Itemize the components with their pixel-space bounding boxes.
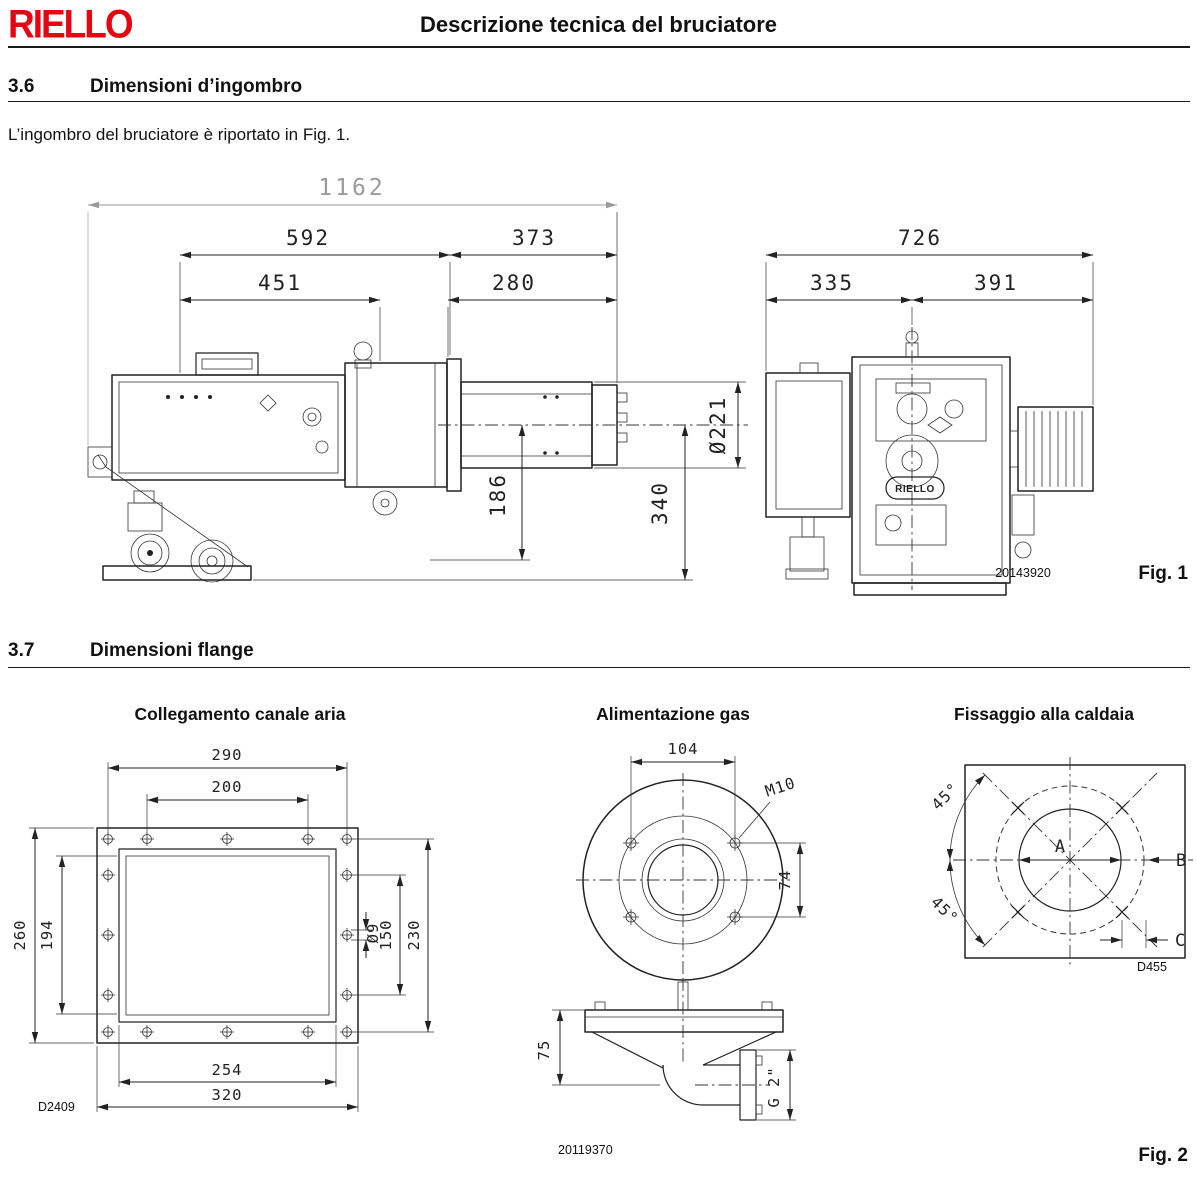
- dim-280: 280: [492, 271, 536, 295]
- section-3-6-heading: 3.6 Dimensioni d’ingombro: [8, 76, 302, 98]
- section-number: 3.7: [8, 640, 35, 661]
- section-title: Dimensioni d’ingombro: [90, 76, 303, 97]
- dim-74: 74: [776, 870, 794, 891]
- air-flange-drawing: 290 200 260 194 Ø9 150 230 254: [11, 746, 434, 1114]
- section-3-7-heading: 3.7 Dimensioni flange: [8, 640, 254, 662]
- dim-45deg-top: 45°: [928, 779, 963, 814]
- dim-104: 104: [668, 740, 699, 758]
- dim-340: 340: [648, 481, 672, 525]
- dim-290: 290: [212, 746, 243, 764]
- section-3-7-rule: [8, 667, 1190, 668]
- dim-186: 186: [486, 473, 510, 517]
- boiler-flange-code: D455: [1137, 960, 1167, 974]
- section-number: 3.6: [8, 76, 35, 97]
- ref-c: C: [1175, 931, 1185, 951]
- burner-side-view: [87, 341, 748, 583]
- dim-45deg-bottom: 45°: [927, 893, 962, 928]
- dim-194: 194: [38, 920, 56, 951]
- page-title: Descrizione tecnica del bruciatore: [419, 12, 778, 37]
- dim-150: 150: [377, 920, 395, 951]
- fig1-drawing-code: 20143920: [995, 566, 1051, 580]
- dim-335: 335: [810, 271, 854, 295]
- dim-726: 726: [898, 226, 942, 250]
- dim-thread-m10: M10: [763, 774, 798, 801]
- gas-flange-code: 20119370: [558, 1143, 613, 1157]
- dim-254: 254: [212, 1061, 243, 1079]
- dim-g2-thread: G 2": [765, 1066, 783, 1107]
- burner-front-view: RIELLO: [765, 327, 1094, 596]
- ref-b: B: [1176, 851, 1186, 871]
- dim-320: 320: [212, 1086, 243, 1104]
- section-3-6-body: L’ingombro del bruciatore è riportato in…: [8, 125, 351, 144]
- dim-diameter-221: Ø221: [706, 396, 730, 455]
- boiler-bolt-holes: [1011, 801, 1129, 919]
- fig2-flange-dimensions-drawing: 290 200 260 194 Ø9 150 230 254: [11, 740, 1193, 1166]
- dim-260: 260: [11, 920, 29, 951]
- header-rule: [8, 46, 1190, 48]
- air-flange-title: Collegamento canale aria: [134, 704, 346, 724]
- air-flange-bolt-holes: [101, 832, 354, 1039]
- gas-flange-title: Alimentazione gas: [596, 704, 750, 724]
- fig1-burner-dimensions-drawing: RIELLO 1162: [87, 175, 1188, 596]
- dim-592: 592: [286, 226, 330, 250]
- ref-a: A: [1055, 837, 1065, 857]
- boiler-flange-title: Fissaggio alla caldaia: [954, 704, 1134, 724]
- fig1-dimension-lines: 1162 592 373 451 280 726 335 391: [87, 175, 1094, 581]
- fig1-label: Fig. 1: [1138, 563, 1188, 584]
- gas-flange-bolt-holes: [623, 835, 743, 925]
- section-3-6-rule: [8, 101, 1190, 102]
- dim-391: 391: [974, 271, 1018, 295]
- riello-logo: RIELLO: [8, 2, 134, 47]
- dim-75: 75: [535, 1040, 553, 1061]
- air-flange-code: D2409: [38, 1100, 75, 1114]
- gas-flange-side-view: 75 G 2": [535, 978, 796, 1121]
- dim-hole-diameter: Ø9: [364, 923, 382, 944]
- dim-1162: 1162: [318, 175, 385, 201]
- boiler-fixing-drawing: A B C 45° 45° D455: [927, 757, 1193, 974]
- riello-nameplate: RIELLO: [895, 484, 935, 495]
- section-title: Dimensioni flange: [90, 640, 254, 661]
- dim-451: 451: [258, 271, 302, 295]
- fig2-label: Fig. 2: [1138, 1145, 1188, 1166]
- dim-200: 200: [212, 778, 243, 796]
- dim-230: 230: [405, 920, 423, 951]
- gas-flange-drawing: 104 M10 74: [535, 740, 806, 1157]
- dim-373: 373: [512, 226, 556, 250]
